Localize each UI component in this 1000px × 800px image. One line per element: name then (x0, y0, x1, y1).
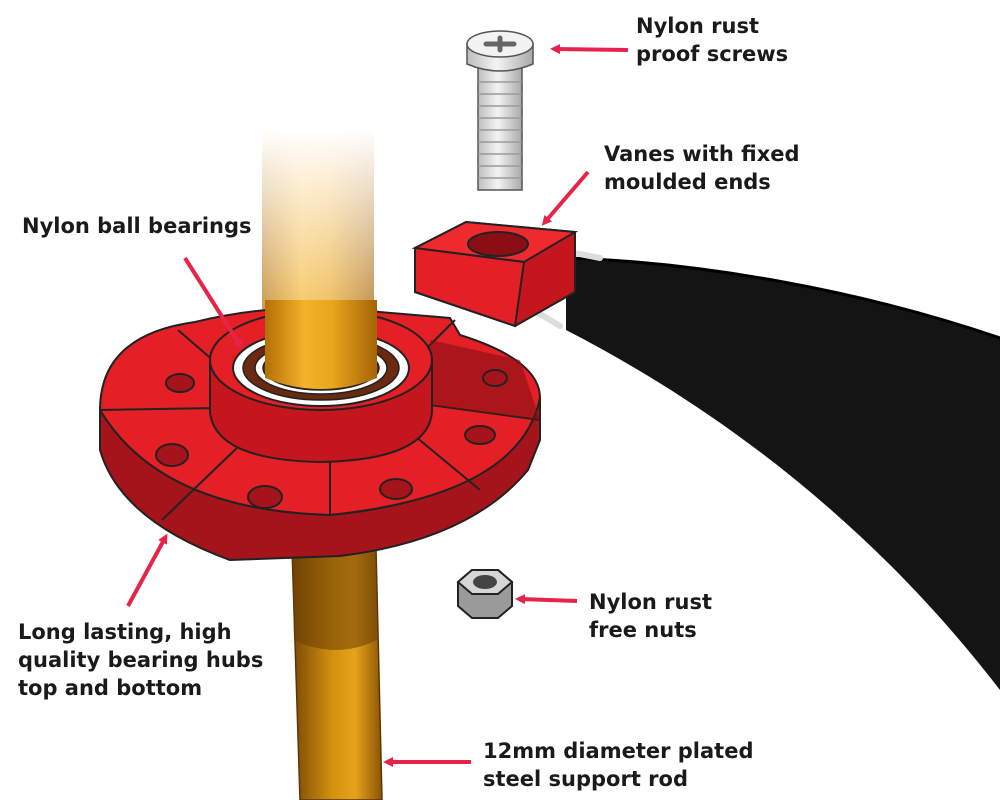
label-line: 12mm diameter plated (483, 739, 754, 763)
screw (466, 30, 534, 191)
label-line: Nylon rust (636, 14, 759, 38)
label-line: Vanes with fixed (604, 142, 800, 166)
arrows (126, 44, 629, 767)
label-line: Long lasting, high (18, 620, 232, 644)
arrow-hubs (126, 533, 168, 607)
label-nylon-nuts: Nylon rust free nuts (589, 588, 712, 644)
label-line: steel support rod (483, 767, 688, 791)
vane-end-block (411, 220, 579, 328)
arrow-bearings (183, 256, 243, 350)
arrow-vanes (541, 170, 590, 226)
label-line: free nuts (589, 618, 697, 642)
hub (98, 300, 542, 562)
label-line: moulded ends (604, 170, 771, 194)
label-bearing-hubs: Long lasting, high quality bearing hubs … (18, 618, 263, 702)
label-line: Nylon ball bearings (22, 214, 252, 238)
label-line: top and bottom (18, 676, 203, 700)
label-nylon-screws: Nylon rust proof screws (636, 12, 788, 68)
arrow-screws (550, 44, 629, 55)
vane-blade (517, 249, 1000, 690)
label-vanes: Vanes with fixed moulded ends (604, 140, 800, 196)
label-line: quality bearing hubs (18, 648, 264, 672)
nut (456, 569, 514, 619)
lower-rod (291, 547, 383, 800)
label-line: proof screws (636, 42, 789, 66)
label-ball-bearings: Nylon ball bearings (22, 212, 252, 240)
label-support-rod: 12mm diameter plated steel support rod (483, 737, 754, 793)
arrow-nuts (515, 594, 578, 605)
label-line: Nylon rust (589, 590, 712, 614)
